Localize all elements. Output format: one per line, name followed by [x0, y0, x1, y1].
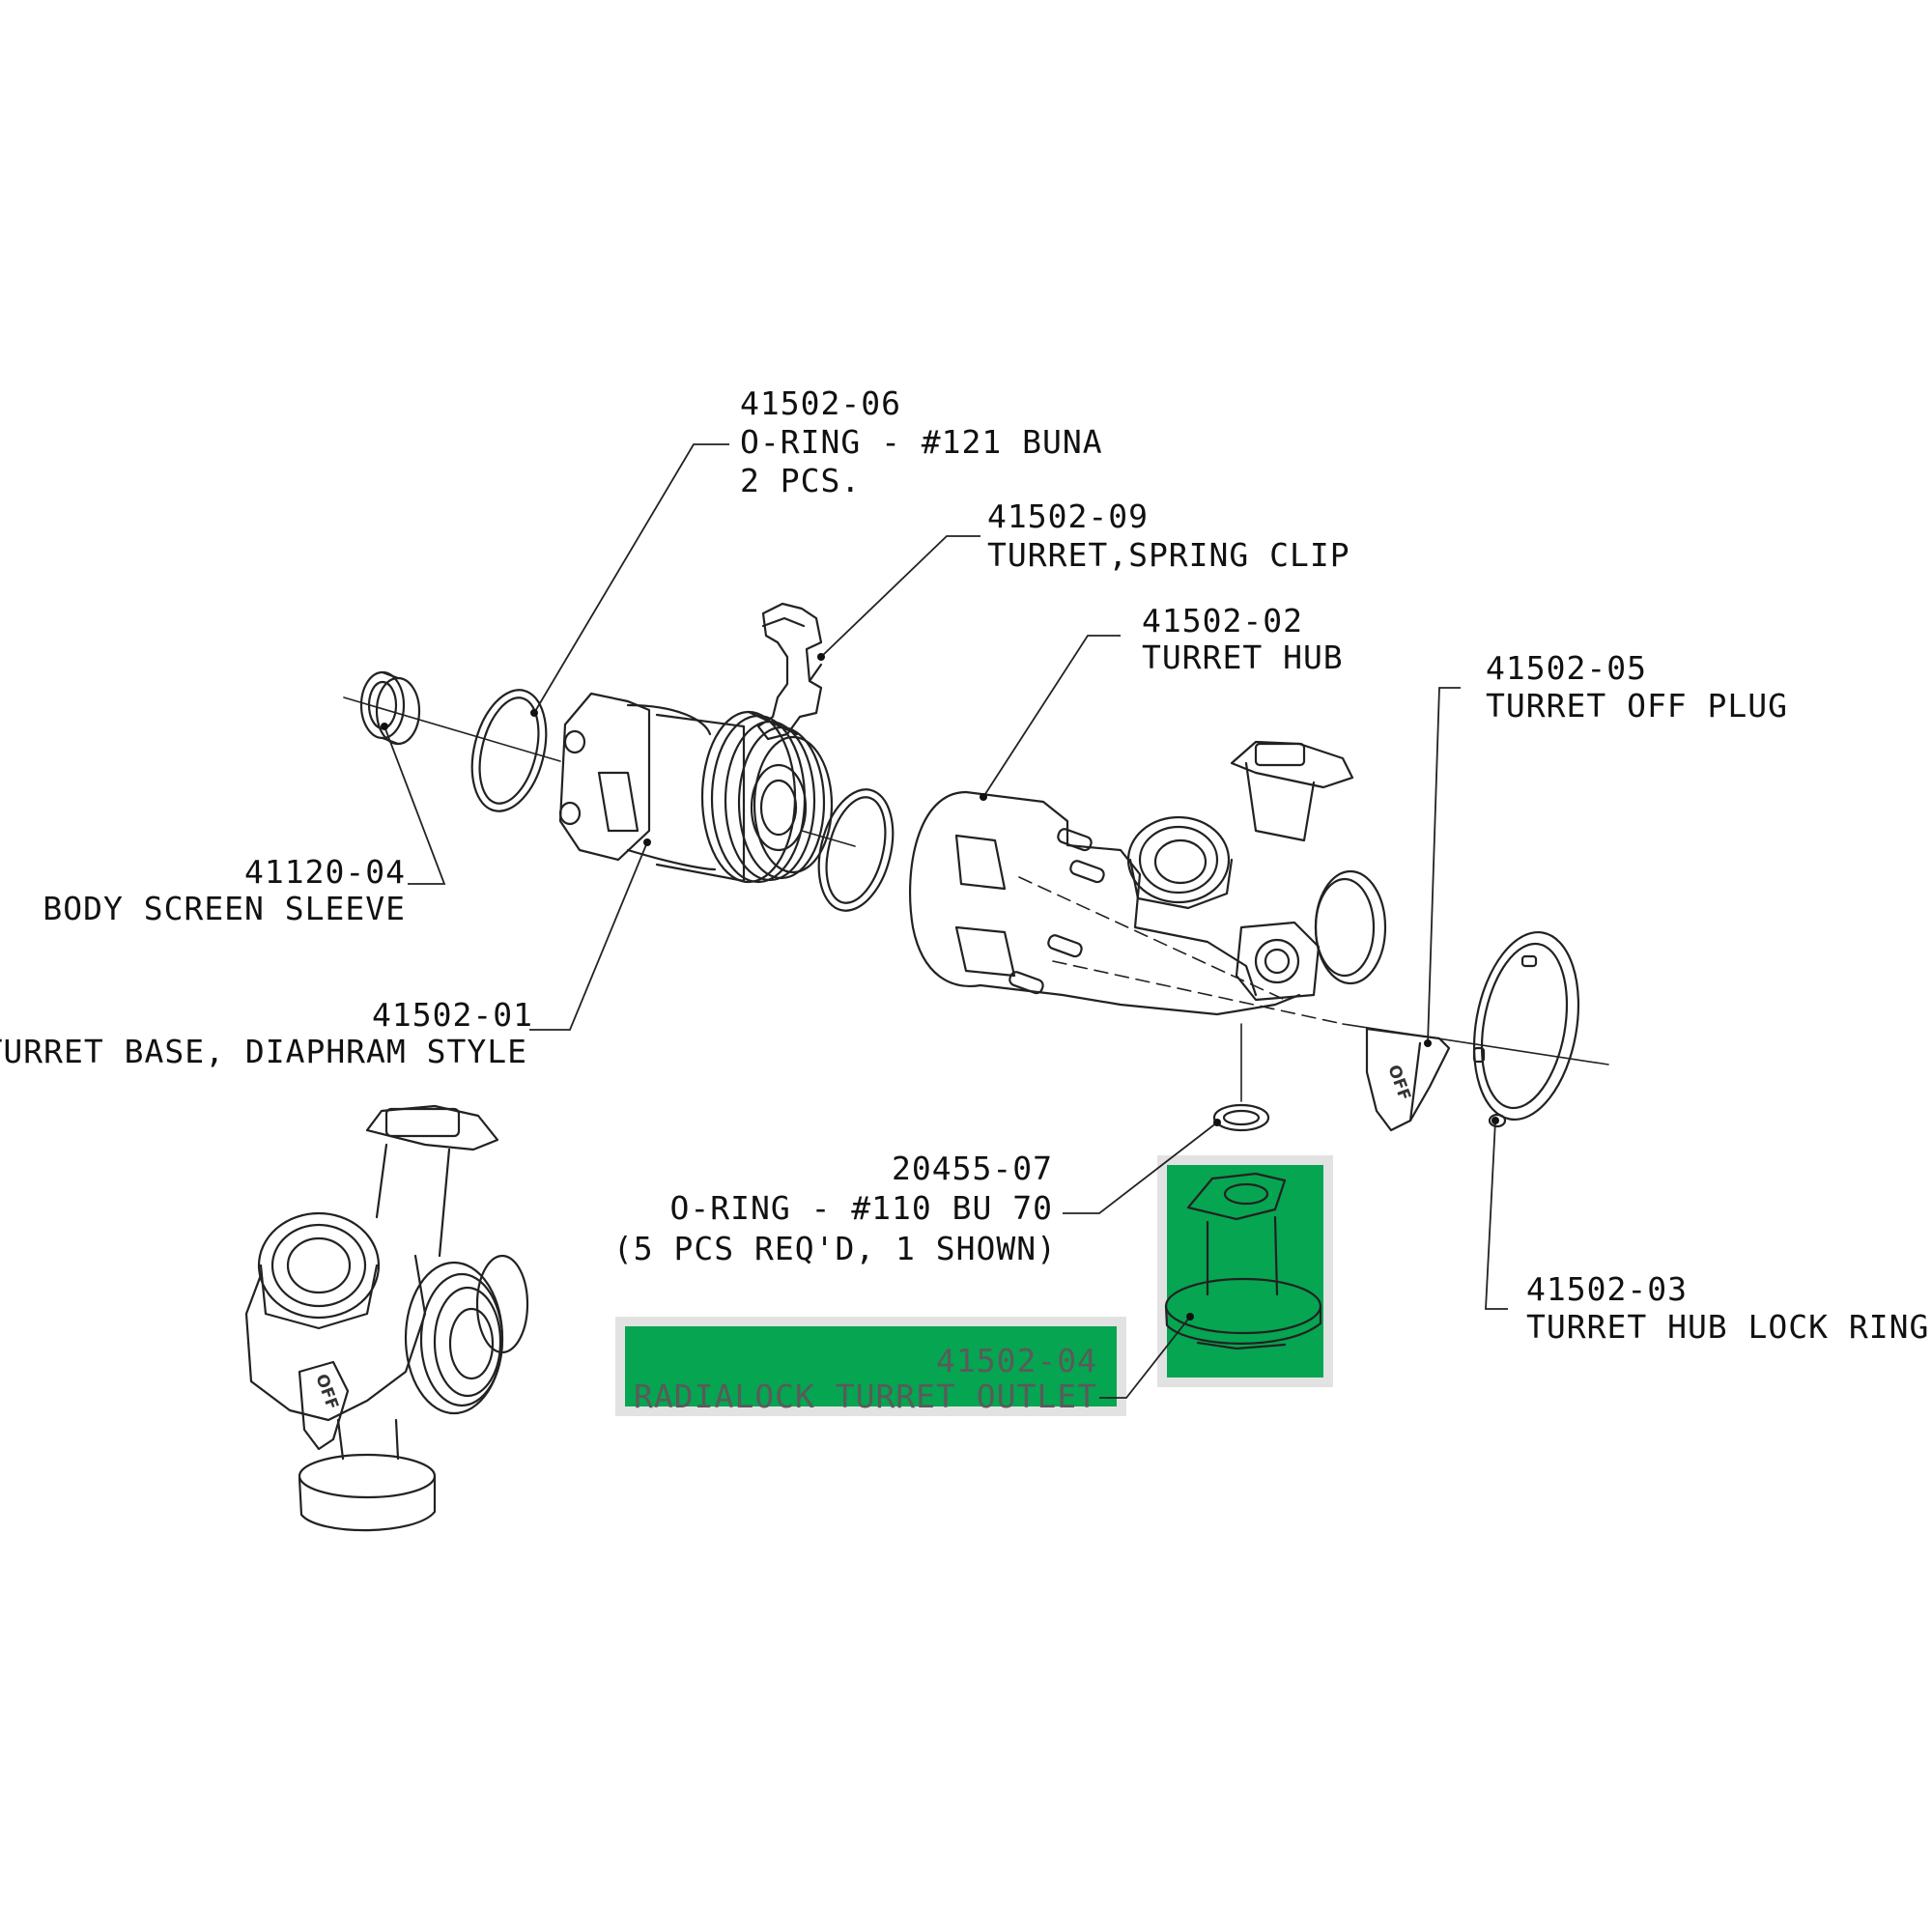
part-desc-41502-05: TURRET OFF PLUG [1486, 687, 1788, 724]
part-desc-41502-04: RADIALOCK TURRET OUTLET [634, 1378, 1097, 1415]
turret-off-plug: OFF [1365, 1027, 1451, 1132]
part-desc-41502-06-line2: 2 PCS. [740, 462, 861, 499]
part-number-41502-04: 41502-04 [936, 1342, 1097, 1379]
part-desc-41502-09: TURRET,SPRING CLIP [987, 536, 1350, 574]
highlight-group [615, 1155, 1333, 1416]
part-number-41502-01: 41502-01 [372, 996, 533, 1034]
part-desc-20455-07-line2: (5 PCS REQ'D, 1 SHOWN) [613, 1230, 1057, 1267]
leader-lines [381, 443, 1508, 1399]
o-ring-121-left [470, 689, 548, 812]
highlight-box-label [625, 1326, 1117, 1406]
assembly-axis [343, 696, 1609, 1102]
part-desc-41120-04: BODY SCREEN SLEEVE [43, 890, 406, 927]
part-desc-41502-02: TURRET HUB [1142, 639, 1344, 676]
part-number-41502-02: 41502-02 [1142, 602, 1303, 639]
part-desc-41502-06-line1: O-RING - #121 BUNA [740, 423, 1103, 461]
part-number-41120-04: 41120-04 [244, 853, 406, 891]
labels: 41502-06 O-RING - #121 BUNA 2 PCS. 41502… [0, 384, 1929, 1415]
part-number-41502-05: 41502-05 [1486, 649, 1647, 687]
off-assembly-text: OFF [311, 1372, 342, 1412]
part-desc-20455-07-line1: O-RING - #110 BU 70 [670, 1189, 1054, 1227]
part-number-41502-06: 41502-06 [740, 384, 901, 422]
part-number-41502-09: 41502-09 [987, 497, 1149, 535]
turret-base [558, 692, 834, 884]
hub-lock-ring [1472, 930, 1580, 1128]
part-number-20455-07: 20455-07 [892, 1150, 1053, 1187]
o-ring-110 [1212, 1103, 1270, 1132]
turret-hub [909, 740, 1387, 1016]
part-number-41502-03: 41502-03 [1526, 1270, 1688, 1308]
spring-clip [756, 602, 823, 741]
part-desc-41502-03: TURRET HUB LOCK RING [1526, 1308, 1929, 1346]
off-plug-text: OFF [1383, 1063, 1414, 1103]
radialock-turret-outlet [1164, 1172, 1322, 1350]
body-screen-sleeve [359, 670, 421, 746]
highlight-box-part [1167, 1165, 1323, 1378]
part-desc-41502-01: TURRET BASE, DIAPHRAM STYLE [0, 1033, 527, 1070]
o-ring-121-right [817, 788, 895, 912]
assembled-turret: OFF [244, 1104, 529, 1532]
